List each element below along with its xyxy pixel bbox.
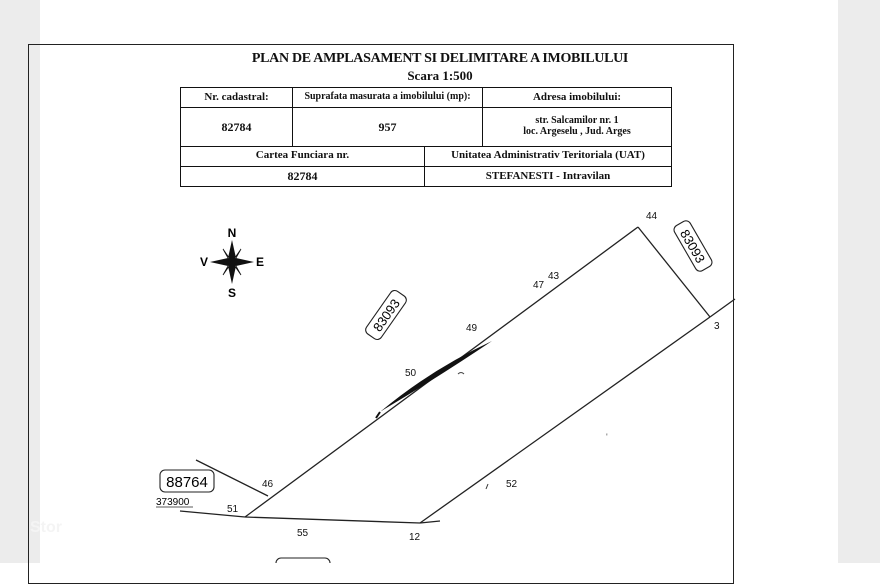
- vertex-46: 46: [262, 479, 274, 490]
- compass-west-label: V: [200, 255, 208, 269]
- neighbor-parcel-bottom-label: 88086: [285, 560, 321, 563]
- compass-west-arrow: [210, 258, 232, 266]
- parcel-boundary: [179, 226, 736, 524]
- adresa-line-2: loc. Argeselu , Jud. Arges: [523, 125, 631, 137]
- adresa-label: Adresa imobilului:: [482, 86, 672, 109]
- compass-nw: [222, 248, 233, 263]
- document-scale: Scara 1:500: [407, 68, 473, 83]
- adresa-line-1: str. Salcamilor nr. 1: [535, 115, 619, 127]
- right-margin: [838, 0, 880, 563]
- neighbor-parcel-left-coord: 373900: [156, 497, 190, 508]
- vertex-44: 44: [646, 211, 658, 222]
- construction-tick: [375, 411, 381, 419]
- compass-north-arrow: [228, 240, 236, 262]
- vertex-51: 51: [227, 504, 239, 515]
- construction-mark: [380, 341, 492, 412]
- vertex-43: 43: [548, 271, 560, 282]
- vertex-49: 49: [466, 323, 478, 334]
- boundary-neighbor-46: [195, 459, 269, 497]
- vertex-52: 52: [506, 479, 518, 490]
- compass-south-label: S: [228, 286, 236, 300]
- vertex-12: 12: [409, 532, 421, 543]
- cadastral-table: Nr. cadastral: Suprafata masurata a imob…: [180, 86, 672, 188]
- survey-tick: ': [606, 432, 608, 442]
- compass-east-arrow: [232, 258, 254, 266]
- left-margin: [0, 0, 40, 563]
- neighbor-parcel-bottom: 88086: [275, 557, 331, 563]
- vertex-tick-52: [485, 483, 489, 490]
- vertex-47: 47: [533, 280, 545, 291]
- survey-mark: [457, 372, 465, 375]
- nr-cadastral-label: Nr. cadastral:: [180, 86, 293, 109]
- boundary-extension-12: [419, 520, 441, 524]
- boundary-3-12: [419, 316, 711, 524]
- boundary-44-3: [637, 226, 711, 318]
- vertex-55: 55: [297, 528, 309, 539]
- carte-funciara-value: 82784: [180, 165, 425, 188]
- vertex-50: 50: [405, 368, 417, 379]
- compass-sw: [222, 261, 233, 276]
- boundary-12-51: [244, 516, 421, 524]
- watermark-text: Stor: [30, 519, 62, 536]
- boundary-extension-3: [709, 298, 736, 318]
- compass-east-label: E: [256, 255, 264, 269]
- compass-rose: N S V E: [200, 226, 264, 300]
- neighbor-parcel-right: 83093: [673, 220, 713, 272]
- vertex-labels: 44 43 47 49 50 46 51 55 12 52 3: [227, 211, 720, 543]
- compass-ne: [231, 248, 242, 263]
- vertex-3: 3: [714, 321, 720, 332]
- compass-south-arrow: [228, 262, 236, 284]
- compass-se: [231, 261, 242, 276]
- compass-north-label: N: [228, 226, 237, 240]
- neighbor-parcel-left: 88764: [159, 469, 215, 493]
- boundary-neighbor-51: [179, 510, 246, 518]
- neighbor-parcel-left-label: 88764: [166, 474, 208, 491]
- neighbor-parcel-top: 83093: [365, 289, 407, 341]
- document-title: PLAN DE AMPLASAMENT SI DELIMITARE A IMOB…: [251, 51, 629, 66]
- site-plan-drawing: ' N S V E 83093 83093 88764 373900 88086…: [156, 211, 736, 563]
- adresa-value: str. Salcamilor nr. 1 loc. Argeselu , Ju…: [482, 107, 672, 147]
- uat-value: STEFANESTI - Intravilan: [424, 165, 672, 188]
